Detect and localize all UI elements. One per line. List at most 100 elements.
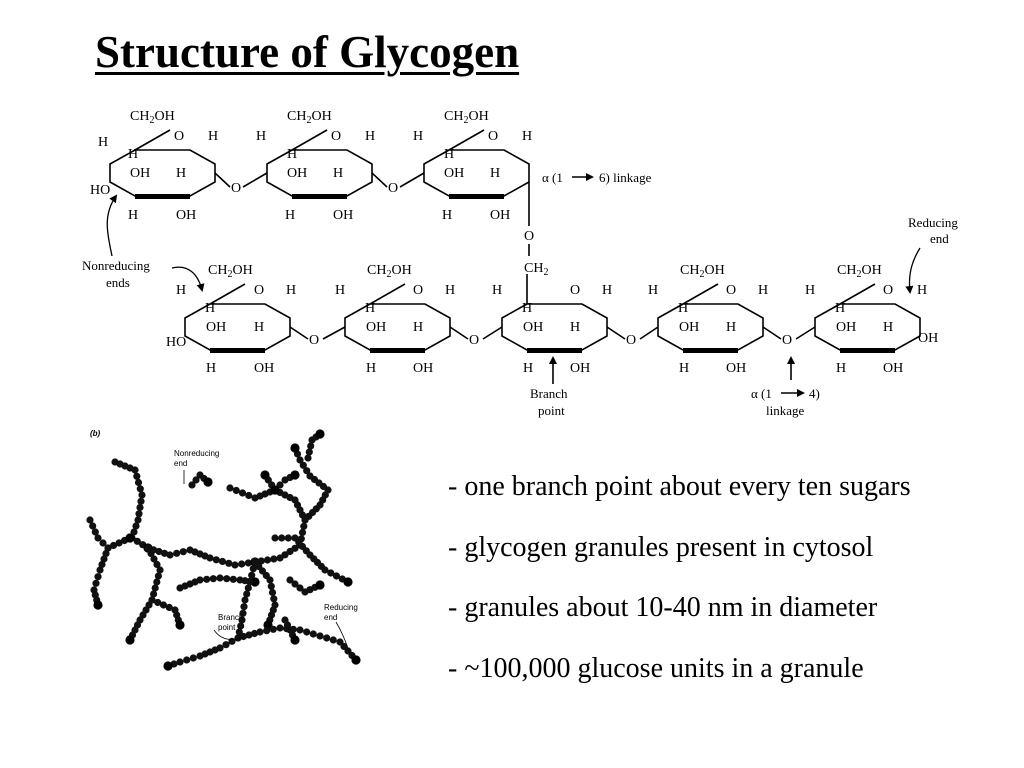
glucose-bead [332, 572, 341, 580]
glucose-bead [189, 654, 197, 662]
svg-text:H: H [256, 129, 266, 144]
bullet-item: - glycogen granules present in cytosol [448, 531, 874, 563]
svg-text:H: H [442, 208, 452, 223]
glucose-bead [232, 486, 240, 495]
svg-text:H: H [286, 283, 296, 298]
glucose-bead [165, 603, 173, 612]
glucose-bead [237, 622, 245, 630]
chain-end-bead [290, 470, 300, 480]
glucose-bead [304, 454, 312, 462]
svg-text:H: H [523, 361, 533, 376]
glucose-bead [266, 576, 274, 584]
svg-text:Nonreducing: Nonreducing [82, 258, 150, 273]
glucose-bead [209, 575, 217, 583]
glucose-bead [303, 628, 311, 636]
glucose-bead [134, 516, 142, 524]
glucose-bead [138, 491, 146, 499]
glucose-bead [235, 628, 243, 636]
svg-text:end: end [930, 231, 949, 246]
glucose-bead [249, 565, 257, 573]
svg-text:H: H [335, 283, 345, 298]
svg-text:O: O [883, 283, 893, 298]
svg-text:OH: OH [206, 320, 226, 335]
svg-text:H: H [333, 166, 343, 181]
glucose-bead [299, 461, 307, 469]
svg-text:ends: ends [106, 275, 130, 290]
glucose-bead [257, 557, 265, 565]
glucose-bead [136, 503, 144, 512]
svg-text:OH: OH [490, 208, 510, 223]
glucose-bead [244, 559, 252, 567]
glucose-bead [256, 628, 264, 636]
glucose-bead [323, 634, 331, 642]
glucose-bead [296, 456, 304, 464]
glucose-bead [166, 551, 174, 559]
glucose-bead [251, 558, 259, 566]
glucose-bead [132, 522, 140, 530]
svg-text:CH2OH: CH2OH [444, 109, 489, 126]
svg-text:H: H [366, 361, 376, 376]
glucose-bead [156, 566, 164, 574]
chain-end-bead [351, 655, 361, 665]
glucose-bead [268, 588, 277, 597]
glucose-bead [240, 603, 248, 611]
svg-text:4): 4) [809, 386, 820, 401]
svg-text:OH: OH [287, 166, 307, 181]
svg-text:OH: OH [254, 361, 274, 376]
svg-text:OH: OH [570, 361, 590, 376]
glucose-bead [271, 534, 279, 542]
svg-text:H: H [444, 147, 454, 162]
chain-end-bead [203, 477, 213, 487]
glucose-bead [151, 584, 159, 592]
svg-text:H: H [758, 283, 768, 298]
svg-text:O: O [254, 283, 264, 298]
glucose-bead [203, 575, 211, 583]
glucose-bead [298, 528, 307, 537]
svg-text:OH: OH [413, 361, 433, 376]
glucose-bead [306, 472, 314, 480]
glucose-bead [102, 549, 110, 558]
svg-text:Branch: Branch [530, 386, 568, 401]
svg-text:H: H [883, 320, 893, 335]
glucose-bead [133, 537, 141, 545]
branch-point-label: Branch point [530, 356, 568, 418]
glucose-bead [284, 534, 292, 542]
glucose-bead [303, 467, 311, 475]
svg-text:O: O [488, 129, 498, 144]
glucose-bead [99, 539, 107, 547]
slide-title: Structure of Glycogen [95, 27, 520, 77]
svg-text:O: O [388, 181, 398, 196]
top-atoms: CH2OH O H H H OH H HO H OH CH2OH O H H H… [90, 109, 534, 244]
svg-text:OH: OH [918, 331, 938, 346]
svg-text:O: O [469, 333, 479, 348]
glucose-bead [89, 522, 97, 530]
svg-text:CH2OH: CH2OH [680, 263, 725, 280]
glucose-bead [269, 625, 277, 633]
glucose-bead [291, 580, 299, 588]
svg-text:CH2OH: CH2OH [208, 263, 253, 280]
alpha16-linkage-label: α (1 6) linkage [542, 170, 652, 185]
svg-text:H: H [522, 129, 532, 144]
glucose-bead [134, 478, 143, 487]
svg-text:α (1: α (1 [542, 170, 563, 185]
svg-text:OH: OH [333, 208, 353, 223]
reducing-end-label: Reducing end [905, 215, 958, 294]
glucose-bead [238, 616, 246, 624]
glucose-bead [159, 601, 168, 609]
svg-text:H: H [205, 301, 215, 316]
chain-end-bead [125, 533, 135, 543]
svg-text:H: H [176, 166, 186, 181]
glucose-bead [239, 609, 247, 617]
svg-text:H: H [726, 320, 736, 335]
glucose-bead [263, 627, 271, 635]
granule-labels: (b) Nonreducing end Branch point Reducin… [90, 429, 358, 632]
glucose-bead [286, 576, 294, 584]
glucose-bead [104, 544, 112, 552]
svg-text:linkage: linkage [766, 403, 804, 418]
glucose-bead [244, 584, 252, 592]
bullet-item: - ~100,000 glucose units in a granule [448, 652, 864, 684]
svg-text:H: H [128, 147, 138, 162]
glucose-bead [321, 566, 329, 574]
glucose-bead [136, 485, 144, 493]
svg-text:O: O [331, 129, 341, 144]
